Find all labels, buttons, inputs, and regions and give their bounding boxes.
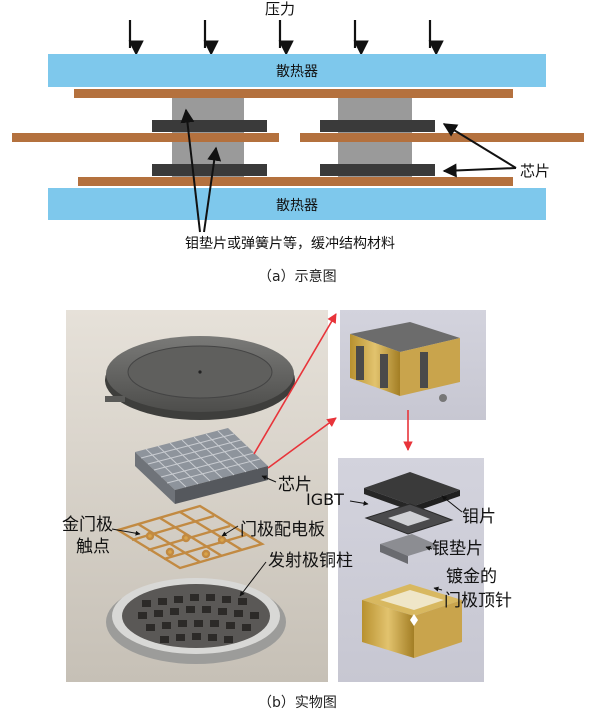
photo-diagram: 芯片 金门极 触点 门极配电板 发射极铜柱 IGBT 钼片 银垫片 镀金的 门极…	[62, 310, 512, 682]
leader-emitter	[239, 561, 267, 597]
heatsink-bottom-label: 散热器	[276, 198, 318, 214]
photo-silver-label: 银垫片	[432, 539, 483, 559]
leader-gate-pin	[433, 586, 443, 592]
chip-pointer-arrows	[442, 123, 517, 178]
chip-label: 芯片	[520, 162, 550, 180]
lid-disk	[105, 336, 295, 420]
buffer-label: 钼垫片或弹簧片等，缓冲结构材料	[185, 235, 395, 252]
caption-b: （b）实物图	[258, 695, 337, 711]
photo-emitter-label: 发射极铜柱	[268, 551, 353, 571]
red-arrows	[253, 313, 413, 469]
photo-gate-pin-label-2: 门极顶针	[444, 591, 512, 611]
buffer-pointer	[180, 108, 201, 233]
leader-gate-board	[221, 525, 239, 537]
caption-a: （a）示意图	[258, 269, 337, 285]
photo-gate-board-label: 门极配电板	[240, 520, 325, 540]
leader-silver	[425, 546, 433, 551]
leader-lines	[111, 475, 463, 597]
buffer-pointer-arrows	[180, 108, 222, 233]
silver-layer	[380, 534, 440, 564]
heatsink-top	[48, 54, 546, 87]
red-arrow	[253, 313, 337, 455]
copper-plate-2-left	[12, 133, 279, 142]
buffer-pointer	[203, 146, 222, 233]
heatsink-top-label: 散热器	[276, 64, 318, 80]
pressure-arrows	[128, 20, 444, 56]
photo-gold-gate-label-2: 触点	[76, 537, 110, 557]
chip-top-left	[152, 120, 267, 132]
chip-grid	[135, 428, 268, 504]
leader-gold-gate	[111, 528, 141, 536]
leader-chip	[261, 475, 277, 483]
pressure-label: 压力	[265, 0, 295, 18]
mo-layer	[364, 503, 454, 535]
chip-bottom-left	[152, 164, 267, 176]
copper-plate-2-right	[300, 133, 584, 142]
chip-bottom-right	[320, 164, 435, 176]
heatsink-bottom	[48, 188, 546, 220]
photo-gate-pin-label-1: 镀金的	[446, 567, 497, 587]
copper-plate-1	[74, 89, 513, 98]
gate-board	[115, 504, 265, 570]
gold-frame	[362, 584, 462, 658]
photo-gold-gate-label-1: 金门极	[62, 515, 113, 535]
igbt-layer	[364, 472, 460, 512]
red-arrow	[267, 417, 337, 469]
emitter-base	[106, 578, 286, 664]
leader-mo	[441, 495, 463, 513]
photo-mo-label: 钼片	[462, 507, 496, 527]
copper-plate-3	[78, 177, 513, 186]
assembled-module	[350, 322, 460, 402]
schematic-diagram: 压力 散热器 散热器 芯片 钼垫片或弹簧片等，缓冲结构材料	[12, 0, 584, 252]
photo-igbt-label: IGBT	[306, 490, 344, 509]
chip-pointer	[442, 163, 517, 178]
leader-igbt	[349, 500, 369, 506]
chip-pointer	[442, 123, 517, 169]
photo-chip-label: 芯片	[278, 475, 312, 495]
chip-top-right	[320, 120, 435, 132]
